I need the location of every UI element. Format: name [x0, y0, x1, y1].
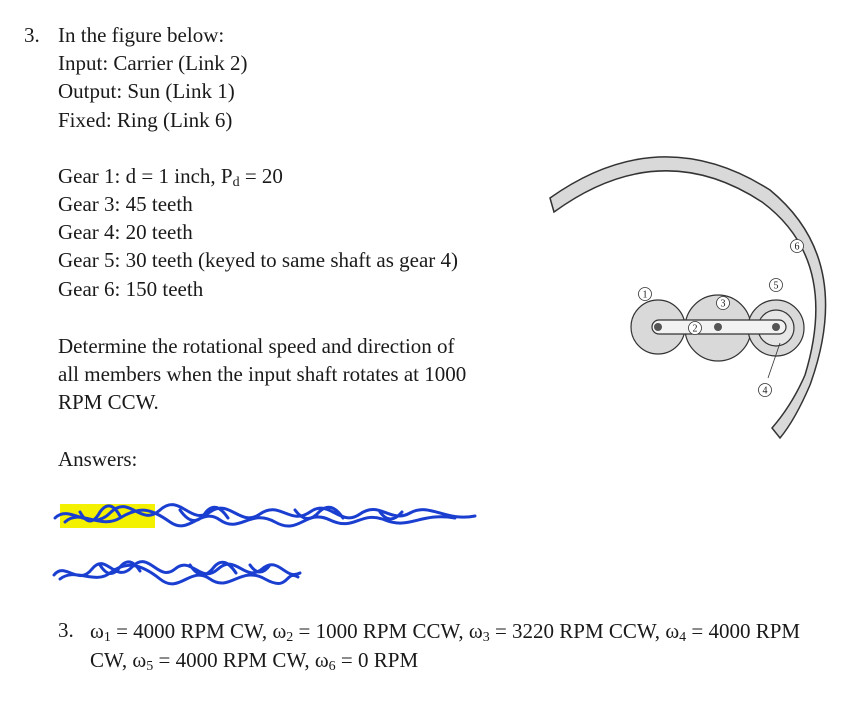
omega-2-value: = 1000 RPM CCW, [293, 619, 469, 643]
omega-3-sub: 3 [482, 630, 490, 645]
omega-2: ω [272, 619, 287, 643]
gear-1-tail: = 20 [239, 164, 283, 188]
output-line: Output: Sun (Link 1) [58, 79, 235, 103]
answer-number: 3. [58, 618, 74, 642]
scribble-strokes [52, 560, 302, 586]
label-4: 4 [763, 386, 768, 397]
input-line: Input: Carrier (Link 2) [58, 51, 248, 75]
label-5: 5 [774, 281, 779, 292]
label-3: 3 [721, 299, 726, 310]
omega-6-sub: 6 [328, 659, 336, 674]
scribble-strokes [53, 503, 477, 528]
omega-1-sub: 1 [103, 630, 111, 645]
omega-2-sub: 2 [286, 630, 294, 645]
label-4-circle [758, 383, 772, 397]
label-5-circle [769, 278, 783, 292]
gear-6-line: Gear 6: 150 teeth [58, 277, 204, 301]
omega-6: ω [314, 648, 329, 672]
answers-heading: Answers: [58, 447, 138, 471]
problem-intro: In the figure below: [58, 23, 225, 47]
omega-1: ω [90, 619, 104, 643]
label-1-circle [638, 287, 652, 301]
gear-3-shaft [714, 323, 722, 331]
ring-gear [549, 156, 827, 440]
gear-1-text: Gear 1: d = 1 inch, P [58, 164, 233, 188]
problem-number: 3. [24, 23, 40, 47]
answer-text: ω1 = 4000 RPM CW, ω2 = 1000 RPM CCW, ω3 … [90, 617, 840, 675]
planetary-gear-figure: 1 2 3 4 5 6 [549, 156, 827, 440]
omega-5: ω [132, 648, 147, 672]
label-6-circle [790, 239, 804, 253]
label-3-circle [716, 296, 730, 310]
omega-3-value: = 3220 RPM CCW, [489, 619, 666, 643]
gear-1-line: Gear 1: d = 1 inch, Pd = 20 [58, 163, 283, 190]
redaction-scribble-1 [53, 503, 477, 528]
omega-4: ω [665, 619, 680, 643]
task-line-1: Determine the rotational speed and direc… [58, 334, 455, 358]
task-line-2: all members when the input shaft rotates… [58, 362, 467, 386]
omega-1-value: = 4000 RPM CW, [110, 619, 273, 643]
omega-4-sub: 4 [679, 630, 687, 645]
label-4-leader [767, 342, 781, 379]
omega-3: ω [468, 619, 483, 643]
omega-6-value: = 0 RPM [335, 648, 419, 672]
omega-5-sub: 5 [146, 659, 154, 674]
redaction-scribble-2 [52, 560, 302, 586]
gear-5-line: Gear 5: 30 teeth (keyed to same shaft as… [58, 248, 459, 272]
omega-4-value: = 4000 RPM CW, [90, 619, 801, 672]
gear-3-line: Gear 3: 45 teeth [58, 192, 193, 216]
label-6: 6 [795, 242, 800, 253]
label-2-circle [688, 321, 702, 335]
fixed-line: Fixed: Ring (Link 6) [58, 108, 233, 132]
omega-5-value: = 4000 RPM CW, [153, 648, 315, 672]
gear-1-subscript: d [232, 175, 240, 190]
gear-5-shaft [772, 323, 780, 331]
label-1: 1 [643, 290, 648, 301]
gear-4-line: Gear 4: 20 teeth [58, 220, 193, 244]
label-2: 2 [693, 324, 698, 335]
task-line-3: RPM CCW. [58, 390, 159, 414]
sun-shaft [654, 323, 662, 331]
